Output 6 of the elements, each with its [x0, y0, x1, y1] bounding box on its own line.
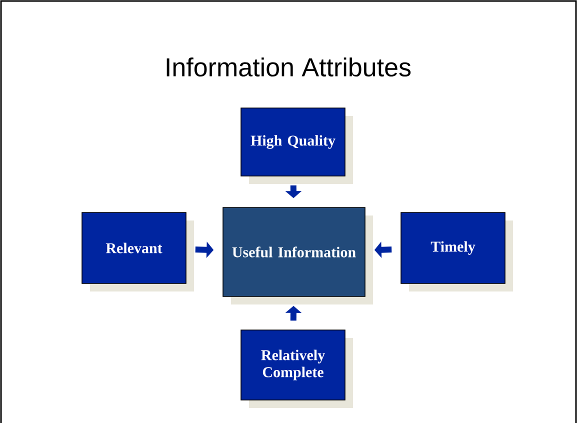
title: Information Attributes	[166, 57, 411, 77]
process-box: Useful Information	[222, 207, 373, 304]
process-box: Relevant	[82, 212, 194, 292]
process-box: High Quality	[240, 108, 353, 184]
process-box: Timely	[400, 212, 513, 292]
process-box: Relatively Complete	[240, 330, 353, 408]
